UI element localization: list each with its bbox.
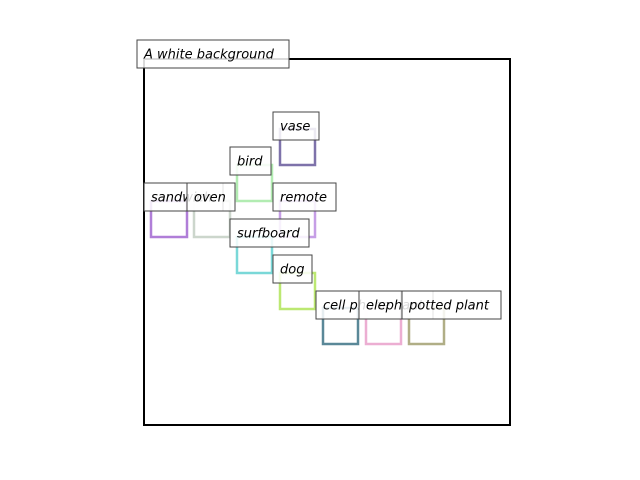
object-label-vase: vase xyxy=(272,111,320,141)
object-label-bird: bird xyxy=(229,146,272,176)
dog-label: dog xyxy=(280,263,304,278)
object-label-dog: dog xyxy=(272,254,313,284)
surfboard-label: surfboard xyxy=(237,227,300,242)
remote-label: remote xyxy=(280,191,327,206)
caption-label: A white background xyxy=(136,39,290,69)
potted-plant-label: potted plant xyxy=(408,299,490,314)
caption-text: A white background xyxy=(143,48,275,63)
scene-frame xyxy=(143,58,511,426)
object-label-surfboard: surfboard xyxy=(229,218,310,248)
oven-label: oven xyxy=(194,191,226,206)
bird-label: bird xyxy=(237,155,263,170)
object-label-oven: oven xyxy=(186,182,236,212)
object-label-remote: remote xyxy=(272,182,337,212)
object-label-potted-plant: potted plant xyxy=(401,290,502,320)
vase-label: vase xyxy=(280,120,310,135)
